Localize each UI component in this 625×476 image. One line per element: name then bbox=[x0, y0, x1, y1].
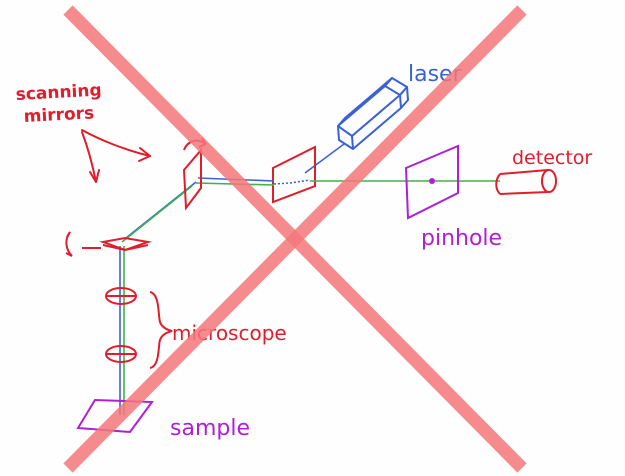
sample-label: sample bbox=[170, 416, 250, 441]
scanning-mirrors-label-line2: mirrors bbox=[23, 103, 94, 127]
scanning-mirror-lower-icon bbox=[65, 231, 152, 257]
cross-out-overlay bbox=[63, 5, 527, 473]
pinhole-aperture bbox=[429, 178, 435, 184]
optical-path bbox=[119, 177, 500, 415]
pinhole-label: pinhole bbox=[421, 226, 502, 251]
microscope-brace bbox=[149, 291, 173, 369]
scanning-mirrors-arrows bbox=[81, 129, 151, 183]
pinhole-icon bbox=[404, 144, 459, 220]
beamsplitter-icon bbox=[272, 145, 316, 204]
microscope-lens-upper-icon bbox=[105, 287, 137, 305]
microscope-lens-lower-icon bbox=[105, 345, 137, 363]
laser-beam bbox=[304, 143, 345, 174]
scanning-mirrors-label-line1: scanning bbox=[15, 81, 102, 105]
laser-icon bbox=[337, 77, 409, 150]
detector-label: detector bbox=[512, 147, 592, 169]
detector-icon bbox=[495, 169, 557, 195]
